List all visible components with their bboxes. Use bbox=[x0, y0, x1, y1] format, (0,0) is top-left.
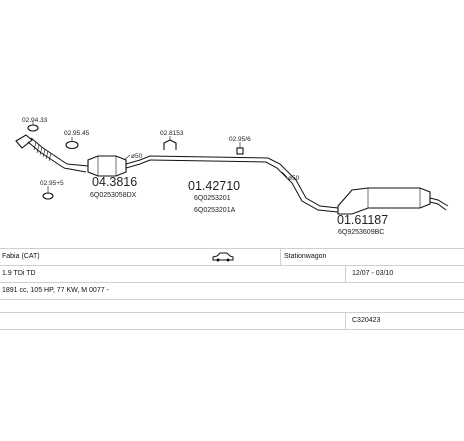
diameter-label-1: ø50 bbox=[131, 153, 143, 160]
info-row-engine: 1.9 TDi TD 12/07 - 03/10 bbox=[0, 265, 464, 282]
body-type-label: Stationwagon bbox=[284, 253, 327, 260]
info-row-model: Fabia (CAT) Stationwagon bbox=[0, 248, 464, 265]
vehicle-info-table: Fabia (CAT) Stationwagon 1.9 TDi TD 12/0… bbox=[0, 248, 464, 330]
middle-pipe-part[interactable] bbox=[149, 155, 339, 213]
part-number-01-42710[interactable]: 01.42710 bbox=[188, 179, 240, 193]
exhaust-diagram: 02.94.33 02.95.45 02.95+5 04.3816 6Q0253… bbox=[15, 117, 449, 236]
oem-number-6q0253058dx: 6Q0253058DX bbox=[90, 192, 137, 199]
hanger-part-02-8153[interactable] bbox=[163, 136, 177, 150]
info-row-specs: 1891 cc, 105 HP, 77 KW, M 0077 - bbox=[0, 282, 464, 299]
oem-number-6q9253609bc: 6Q9253609BC bbox=[338, 229, 384, 236]
rear-silencer-part[interactable] bbox=[337, 187, 449, 215]
engine-label: 1.9 TDi TD bbox=[2, 270, 36, 277]
oem-number-6q0253201: 6Q0253201 bbox=[194, 195, 231, 202]
gasket-part-02-94-33[interactable] bbox=[27, 122, 39, 132]
part-label-02-94-33[interactable]: 02.94.33 bbox=[22, 117, 48, 124]
date-range-label: 12/07 - 03/10 bbox=[352, 270, 394, 277]
part-label-02-95-5[interactable]: 02.95+5 bbox=[40, 180, 64, 187]
info-row-blank bbox=[0, 299, 464, 312]
part-number-01-61187[interactable]: 01.61187 bbox=[337, 213, 388, 227]
diameter-label-2: ø50 bbox=[288, 175, 300, 182]
car-icon bbox=[212, 252, 234, 262]
info-row-code: C320423 bbox=[0, 312, 464, 330]
part-label-02-95-6[interactable]: 02.95/6 bbox=[229, 136, 251, 143]
front-pipe-part[interactable] bbox=[15, 134, 89, 173]
hanger-part-02-95-6[interactable] bbox=[236, 142, 244, 155]
model-label: Fabia (CAT) bbox=[2, 253, 40, 260]
clamp-part-02-95-45[interactable] bbox=[65, 137, 79, 150]
gasket-part-02-95-5[interactable] bbox=[42, 186, 54, 200]
oem-number-6q0253201a: 6Q0253201A bbox=[194, 207, 236, 214]
part-label-02-8153[interactable]: 02.8153 bbox=[160, 130, 184, 137]
specs-label: 1891 cc, 105 HP, 77 KW, M 0077 - bbox=[2, 287, 109, 294]
part-number-04-3816[interactable]: 04.3816 bbox=[92, 175, 137, 189]
code-label: C320423 bbox=[352, 317, 381, 324]
catalytic-converter-part[interactable] bbox=[87, 155, 151, 177]
part-label-02-95-45[interactable]: 02.95.45 bbox=[64, 130, 90, 137]
